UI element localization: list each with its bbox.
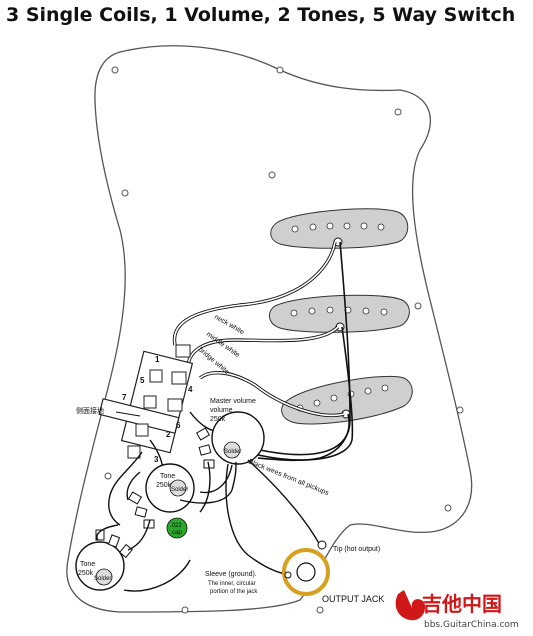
- output-jack-label: OUTPUT JACK: [322, 594, 384, 604]
- tone1-solder: Solder: [171, 487, 188, 493]
- black-wires: [257, 241, 354, 462]
- jack-sleeve-desc-1: The inner, circular: [208, 581, 256, 587]
- pickup-bridge: [281, 375, 413, 425]
- tone1-value: 250k: [156, 482, 172, 489]
- cap-unit: cap: [172, 530, 182, 536]
- pickguard-outline: [66, 45, 473, 613]
- jack-tip-label: Tip (hot output): [333, 546, 380, 553]
- pot-wires: [96, 461, 237, 592]
- tone2-solder: Solder: [94, 576, 111, 582]
- switch-lug-numbers: 1 2 3 4 5 6 7: [122, 355, 193, 464]
- cap-value: .022: [170, 523, 182, 529]
- jack-sleeve-label: Sleeve (ground).: [205, 571, 257, 578]
- white-wires: [172, 241, 345, 417]
- lug-6: 6: [176, 421, 181, 430]
- watermark-brand: 吉他中国: [422, 592, 502, 616]
- jack-wires: [225, 459, 321, 576]
- tone2-name: Tone: [80, 561, 95, 568]
- volume-label-2: volume: [210, 407, 233, 414]
- watermark: 吉他中国 bbs.GuitarChina.com: [395, 590, 519, 630]
- watermark-logo: [395, 590, 426, 621]
- volume-name: Master volume: [210, 398, 256, 405]
- diagram-title: 3 Single Coils, 1 Volume, 2 Tones, 5 Way…: [6, 4, 516, 26]
- volume-solder: Solder: [224, 449, 241, 455]
- ground-pointer: [115, 411, 141, 417]
- lug-3: 3: [154, 455, 159, 464]
- switch-ground-label: 侧面接地: [76, 406, 104, 415]
- tone-capacitor: .022 cap: [166, 517, 188, 539]
- tone-pot-2: [75, 529, 133, 591]
- lug-5: 5: [140, 376, 145, 385]
- pickup-middle: [268, 294, 410, 333]
- lug-7: 7: [122, 393, 127, 402]
- tone1-name: Tone: [160, 473, 175, 480]
- watermark-url: bbs.GuitarChina.com: [424, 620, 519, 630]
- five-way-switch: [98, 344, 194, 459]
- lug-4: 4: [188, 385, 193, 394]
- neck-wire-label: neck white: [213, 314, 245, 337]
- output-jack: [282, 540, 330, 596]
- volume-value: 250k: [210, 416, 226, 423]
- lug-2: 2: [166, 430, 171, 439]
- tone2-value: 250k: [78, 570, 94, 577]
- jack-sleeve-desc-2: portion of the jack: [210, 589, 258, 595]
- black-wire-label: Black wires from all pickups: [247, 458, 330, 497]
- lug-1: 1: [155, 355, 160, 364]
